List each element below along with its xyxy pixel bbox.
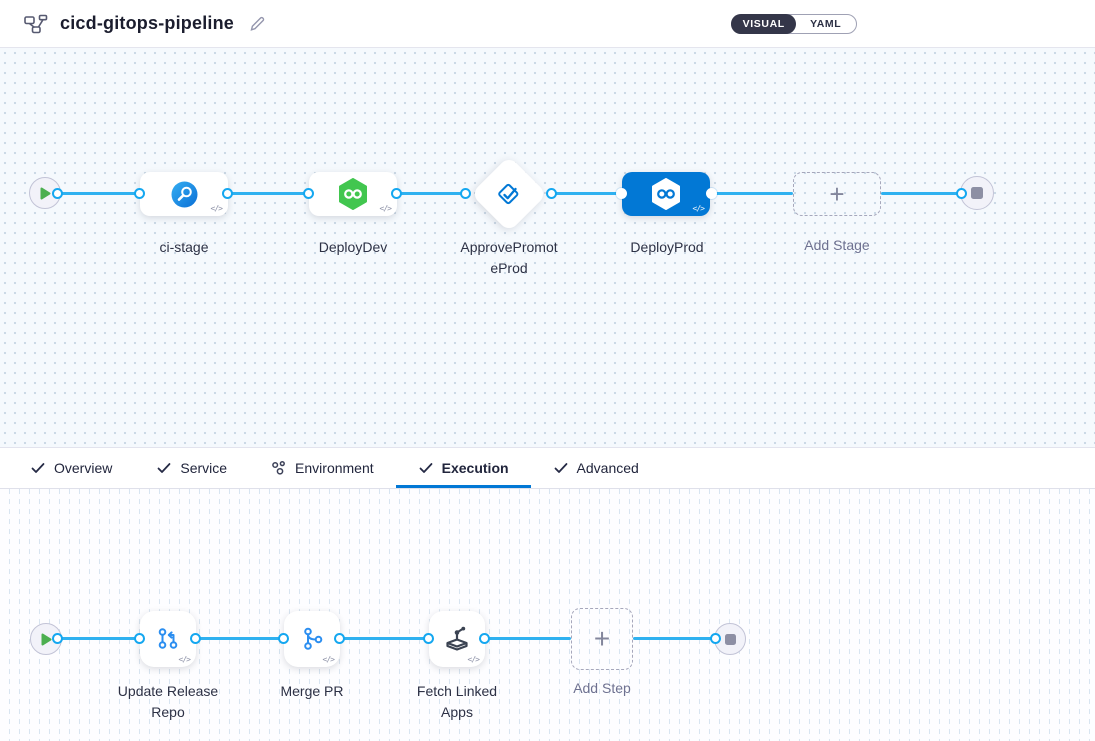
toggle-visual-button[interactable]: VISUAL <box>731 14 797 34</box>
connector-port[interactable] <box>616 188 627 199</box>
cd-hexagon-icon <box>339 178 367 210</box>
stage-node-deploydev[interactable]: </> <box>309 172 397 216</box>
tab-label: Environment <box>295 460 374 476</box>
tab-environment[interactable]: Environment <box>249 448 396 488</box>
toggle-yaml-button[interactable]: YAML <box>810 18 842 30</box>
plus-icon: + <box>829 178 845 209</box>
code-icon[interactable]: </> <box>692 204 705 213</box>
connector-port[interactable] <box>956 188 967 199</box>
tab-label: Overview <box>54 460 113 476</box>
connector-port[interactable] <box>222 188 233 199</box>
tab-label: Advanced <box>576 460 639 476</box>
fetch-linked-apps-icon <box>446 626 468 651</box>
connector-port[interactable] <box>334 633 345 644</box>
connector-line <box>228 192 309 195</box>
stage-node-deployprod[interactable]: </> <box>622 172 710 216</box>
tab-overview[interactable]: Overview <box>8 448 134 488</box>
stage-label[interactable]: ci-stage <box>159 239 209 255</box>
plus-icon: + <box>593 623 611 654</box>
add-step-label[interactable]: Add Step <box>573 680 631 696</box>
code-icon[interactable]: </> <box>379 204 392 213</box>
update-release-repo-icon <box>158 628 178 649</box>
merge-pr-icon <box>304 627 323 650</box>
connector-port[interactable] <box>546 188 557 199</box>
page-title: cicd-gitops-pipeline <box>60 13 235 33</box>
connector-line <box>196 637 284 640</box>
connector-port[interactable] <box>423 633 434 644</box>
edit-pipeline-name-icon[interactable] <box>248 15 266 33</box>
connector-port[interactable] <box>278 633 289 644</box>
add-stage-label[interactable]: Add Stage <box>804 237 870 253</box>
connector-line <box>712 192 793 195</box>
step-node-merge-pr[interactable]: </> <box>284 611 340 667</box>
stage-config-tabbar: Overview Service Environment Execution A… <box>0 447 1095 489</box>
connector-port[interactable] <box>460 188 471 199</box>
connector-line <box>633 637 716 640</box>
connector-port[interactable] <box>479 633 490 644</box>
connector-line <box>552 192 622 195</box>
code-icon[interactable]: </> <box>322 655 335 664</box>
stop-icon <box>724 633 736 645</box>
stage-canvas[interactable]: </> </> </> + ci-st <box>0 48 1095 447</box>
tab-advanced[interactable]: Advanced <box>531 448 661 488</box>
connector-port[interactable] <box>706 188 717 199</box>
connector-line <box>397 192 466 195</box>
add-step-button[interactable]: + <box>571 608 633 670</box>
stage-label[interactable]: DeployProd <box>630 239 704 255</box>
step-node-update-release-repo[interactable]: </> <box>140 611 196 667</box>
play-icon <box>40 187 50 199</box>
connector-line <box>881 192 962 195</box>
visual-yaml-toggle[interactable]: VISUAL YAML <box>731 14 857 34</box>
tab-service[interactable]: Service <box>134 448 249 488</box>
play-icon <box>41 633 51 645</box>
connector-port[interactable] <box>52 633 63 644</box>
tab-execution[interactable]: Execution <box>395 448 531 488</box>
check-icon <box>157 463 171 473</box>
stage-node-ci-stage[interactable]: </> <box>140 172 228 216</box>
connector-line <box>58 637 140 640</box>
environment-icon <box>272 460 285 475</box>
check-icon <box>419 463 433 473</box>
stage-label[interactable]: DeployDev <box>318 239 388 255</box>
code-icon[interactable]: </> <box>210 204 223 213</box>
tab-label: Service <box>180 460 228 476</box>
connector-port[interactable] <box>391 188 402 199</box>
tab-label: Execution <box>441 460 509 476</box>
ci-build-icon <box>171 181 197 207</box>
stop-icon <box>971 187 983 199</box>
step-label[interactable]: Fetch Linked Apps <box>416 683 498 720</box>
pipeline-icon <box>24 14 48 34</box>
connector-line <box>340 637 429 640</box>
step-label[interactable]: Merge PR <box>280 683 344 699</box>
connector-port[interactable] <box>190 633 201 644</box>
code-icon[interactable]: </> <box>467 655 480 664</box>
approval-icon[interactable] <box>494 179 524 209</box>
connector-line <box>58 192 140 195</box>
check-icon <box>554 463 567 473</box>
connector-line <box>485 637 571 640</box>
execution-canvas[interactable]: </> </> </> + Update Release Repo M <box>0 489 1095 741</box>
connector-port[interactable] <box>52 188 63 199</box>
connector-port[interactable] <box>710 633 721 644</box>
cd-hexagon-icon <box>652 178 680 210</box>
connector-port[interactable] <box>303 188 314 199</box>
code-icon[interactable]: </> <box>178 655 191 664</box>
pipeline-header: cicd-gitops-pipeline VISUAL YAML <box>0 0 1095 48</box>
stage-label[interactable]: ApprovePromoteProd <box>460 239 558 276</box>
add-stage-button[interactable]: + <box>793 172 881 216</box>
connector-port[interactable] <box>134 633 145 644</box>
connector-port[interactable] <box>134 188 145 199</box>
step-label[interactable]: Update Release Repo <box>117 683 219 720</box>
check-icon <box>31 463 45 473</box>
step-node-fetch-linked-apps[interactable]: </> <box>429 611 485 667</box>
